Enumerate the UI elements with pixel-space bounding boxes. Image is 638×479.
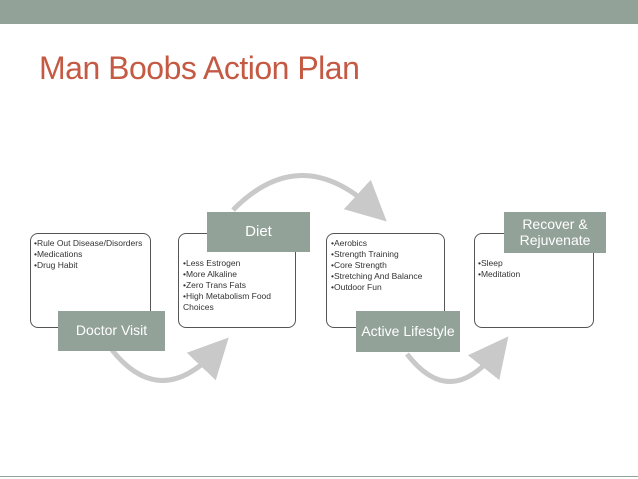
step-items-active-lifestyle: •Aerobics •Strength Training •Core Stren… — [331, 238, 443, 293]
step-items-recover-rejuvenate: •Sleep •Meditation — [478, 258, 590, 280]
step-item: •Aerobics — [331, 238, 368, 248]
step-label-recover-rejuvenate: Recover & Rejuvenate — [504, 212, 606, 253]
step-item: •Medications — [34, 249, 83, 259]
step-item: •Zero Trans Fats — [183, 280, 246, 290]
step-item: •Meditation — [478, 269, 521, 279]
step-items-doctor-visit: •Rule Out Disease/Disorders •Medications… — [34, 238, 146, 271]
step-item: •Rule Out Disease/Disorders — [34, 238, 143, 248]
step-item: •High Metabolism Food Choices — [183, 291, 272, 312]
step-item: •Outdoor Fun — [331, 282, 382, 292]
step-items-diet: •Less Estrogen •More Alkaline •Zero Tran… — [183, 258, 295, 313]
step-item: •Sleep — [478, 258, 503, 268]
step-item: •More Alkaline — [183, 269, 238, 279]
step-label-active-lifestyle: Active Lifestyle — [356, 311, 460, 352]
step-item: •Drug Habit — [34, 260, 78, 270]
step-label-diet: Diet — [207, 212, 310, 252]
step-item: •Less Estrogen — [183, 258, 241, 268]
bottom-divider — [0, 476, 638, 477]
page-title: Man Boobs Action Plan — [39, 50, 360, 86]
arc-arrow-3 — [405, 336, 509, 384]
step-item: •Strength Training — [331, 249, 399, 259]
top-accent-bar — [0, 0, 638, 24]
step-label-doctor-visit: Doctor Visit — [58, 311, 165, 351]
step-item: •Stretching And Balance — [331, 271, 423, 281]
arc-arrow-1 — [110, 337, 229, 383]
arc-arrow-2 — [231, 173, 387, 222]
step-item: •Core Strength — [331, 260, 387, 270]
